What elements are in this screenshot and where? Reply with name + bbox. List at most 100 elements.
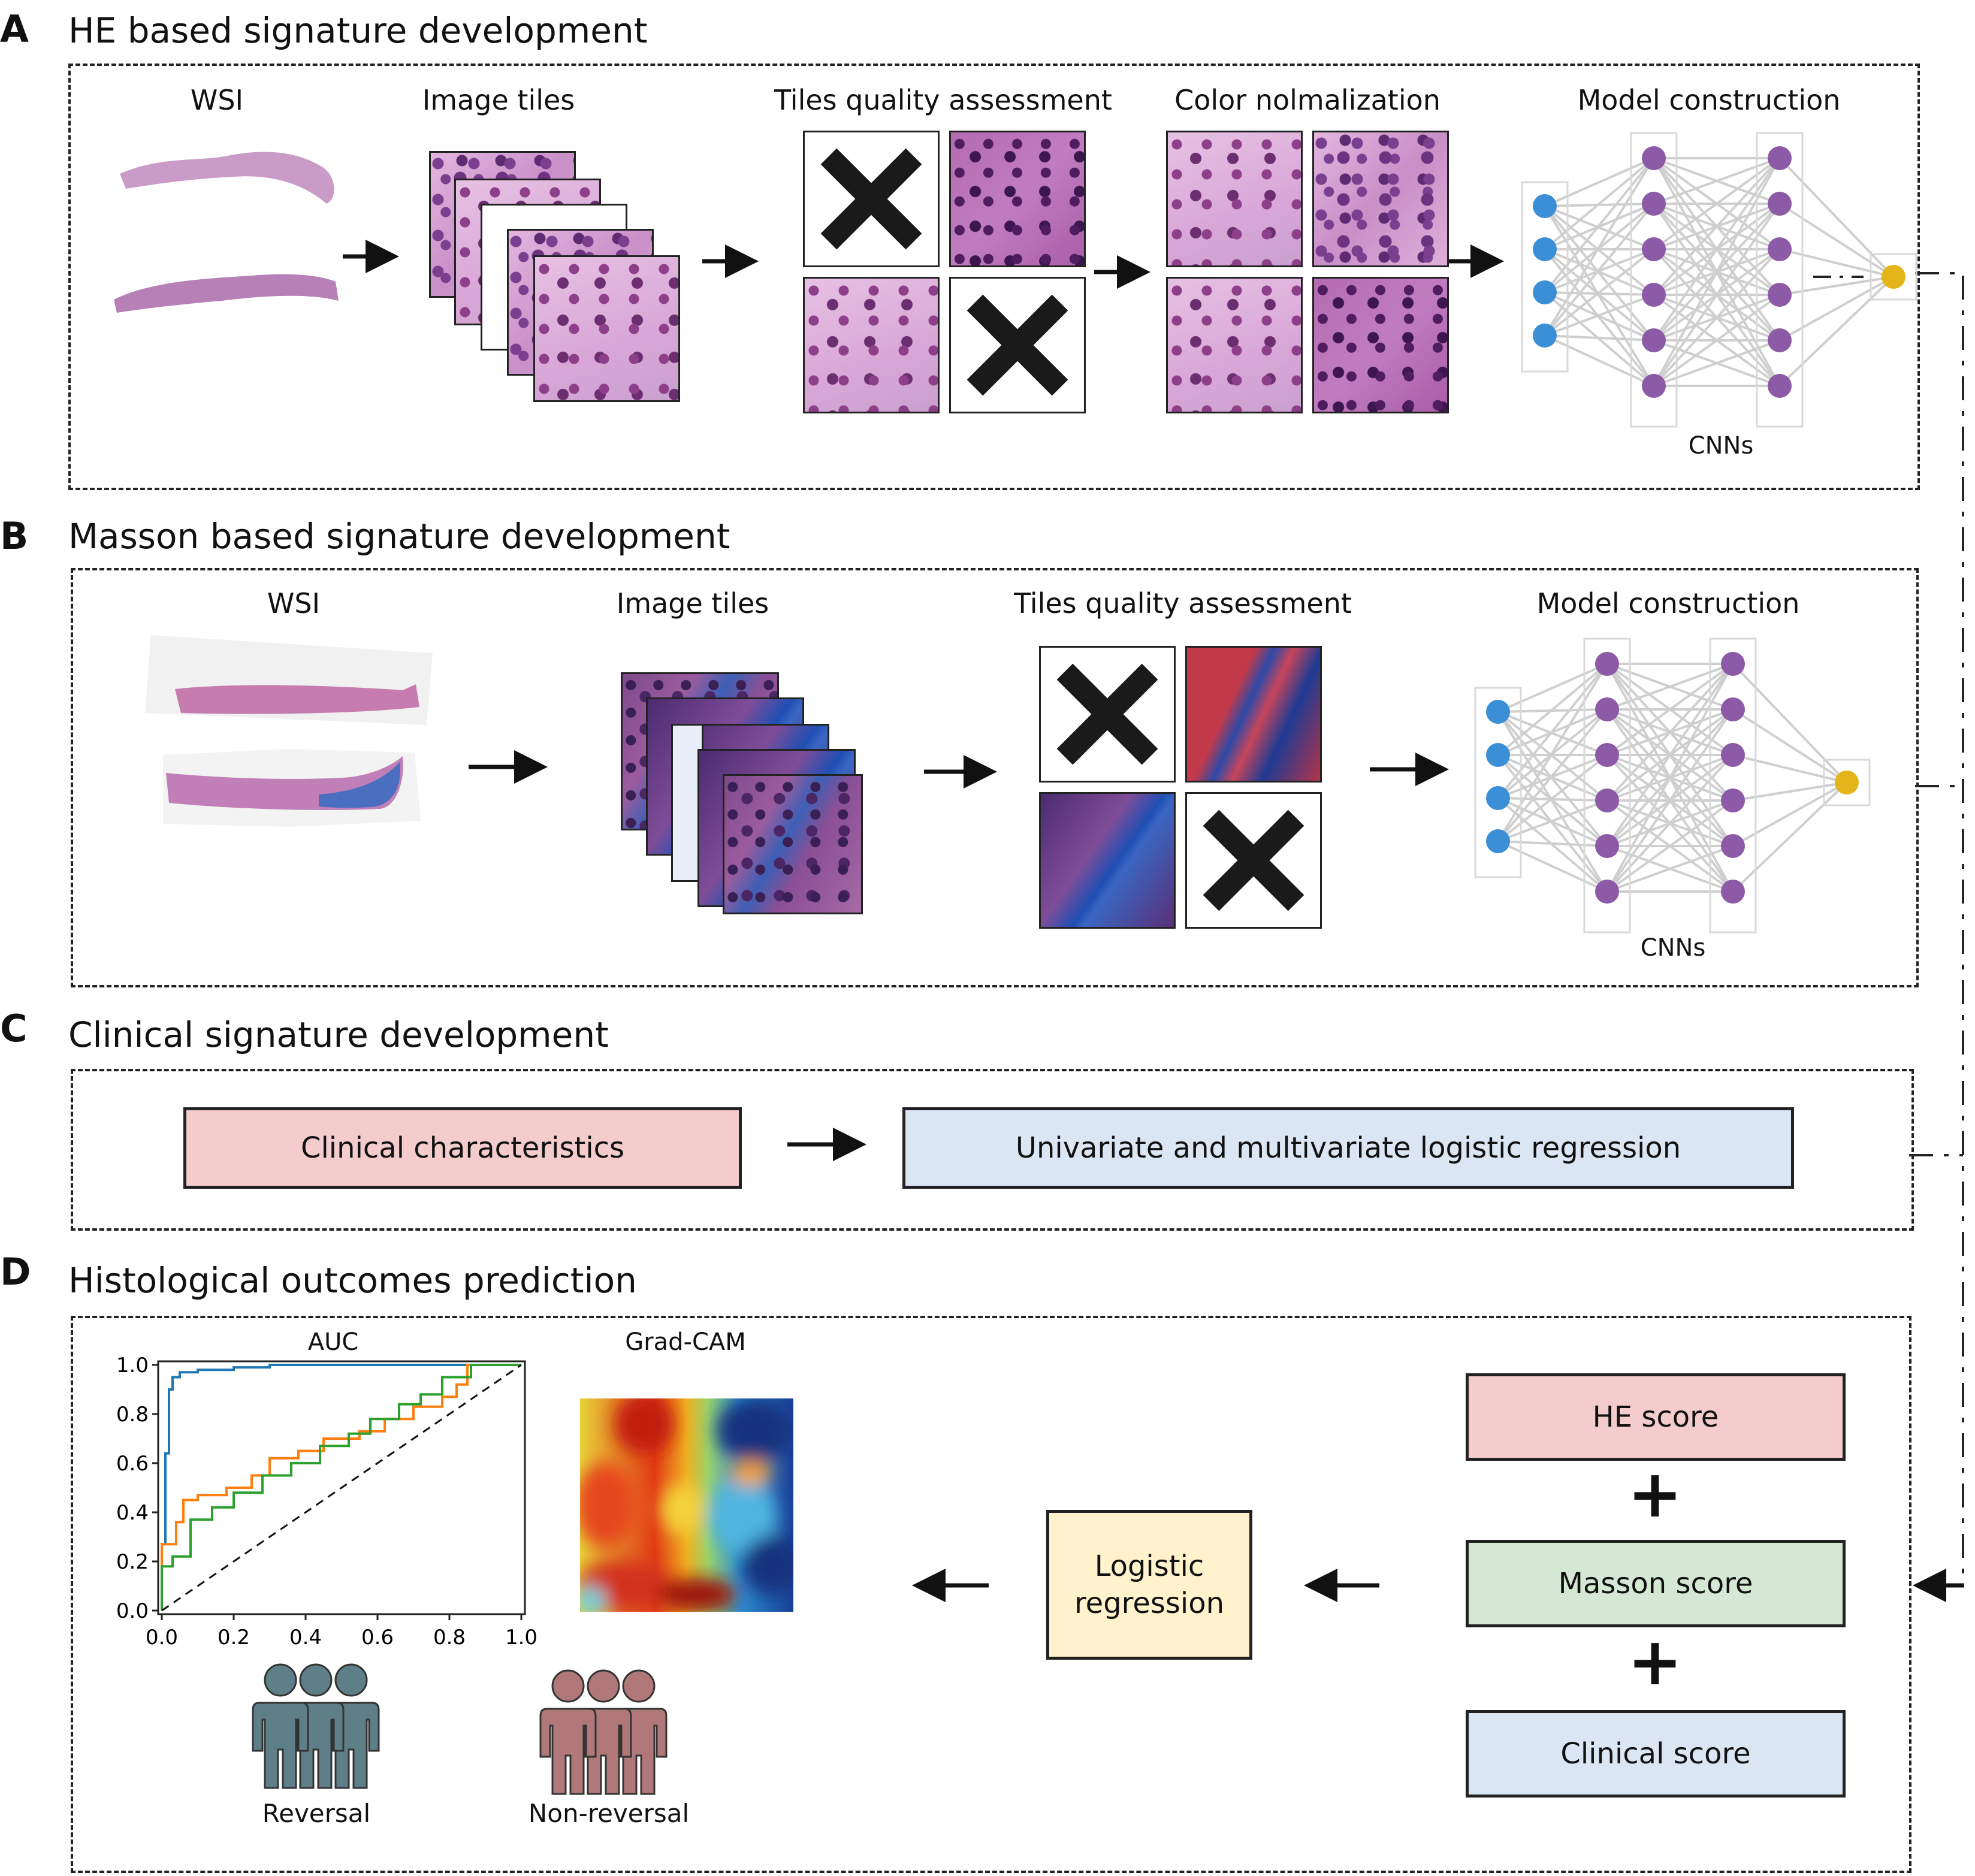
a-good-tile-1 [949, 131, 1086, 267]
b-quality-label: Tiles quality assessment [1014, 587, 1352, 620]
person-head [334, 1663, 368, 1697]
network-node [1595, 880, 1619, 904]
a-tile-5 [533, 255, 680, 402]
b-good-tile-1 [1185, 646, 1322, 783]
panel-d-title: Histological outcomes prediction [68, 1260, 637, 1301]
network-link [1497, 663, 1608, 842]
panel-c-letter: C [0, 1007, 28, 1050]
a-quality-label: Tiles quality assessment [774, 84, 1112, 116]
network-links [1544, 157, 1895, 387]
panel-b-title: Masson based signature development [68, 516, 730, 557]
network-link [1544, 334, 1654, 342]
network-link [1653, 158, 1781, 386]
network-node [1721, 652, 1745, 676]
x-tick-label: 0.2 [218, 1626, 250, 1650]
person-head [264, 1663, 297, 1697]
a-rejected-tile-2 [949, 277, 1086, 413]
b-model-label: Model construction [1536, 587, 1800, 620]
network-link [1778, 157, 1895, 278]
network-node [1642, 237, 1666, 261]
logistic-regression-box: Univariate and multivariate logistic reg… [902, 1107, 1794, 1189]
network-link [1653, 157, 1780, 205]
network-link [1732, 781, 1847, 847]
roc-series-line [161, 1364, 521, 1611]
a-norm-tile-4 [1312, 277, 1449, 413]
a-cnns-label: CNNs [1688, 432, 1754, 460]
b-rejected-tile-2 [1185, 792, 1322, 929]
network-node [1768, 237, 1792, 261]
network-node [1595, 743, 1619, 767]
network-node [1642, 283, 1666, 307]
y-tick-label: 0.6 [116, 1452, 149, 1476]
nonreversal-people-icon [539, 1669, 668, 1795]
network-link [1732, 781, 1848, 893]
panel-a-frame [68, 64, 1920, 490]
network-link [1653, 157, 1781, 342]
network-node [1642, 192, 1666, 216]
a-norm-tile-2 [1312, 131, 1449, 267]
person-body [252, 1702, 309, 1789]
gradcam-title: Grad-CAM [625, 1328, 746, 1356]
y-tick-label: 0.0 [116, 1599, 149, 1623]
network-node [1642, 374, 1666, 398]
network-link [1653, 339, 1780, 387]
network-link [1544, 157, 1655, 337]
panel-a-title: HE based signature development [68, 10, 648, 51]
network-node [1721, 789, 1745, 812]
panel-c-title: Clinical signature development [68, 1014, 609, 1055]
network-link [1732, 754, 1847, 784]
nonreversal-label: Non-reversal [528, 1799, 690, 1828]
x-icon [967, 294, 1068, 396]
auc-title: AUC [307, 1328, 359, 1356]
network-node [1768, 146, 1792, 170]
he-score-box: HE score [1466, 1373, 1846, 1461]
network-node [1486, 743, 1510, 767]
b-wsi-slides [145, 635, 433, 827]
a-color-label: Color nolmalization [1174, 84, 1441, 116]
network-link [1497, 754, 1608, 842]
panel-c-frame [71, 1069, 1914, 1231]
y-tick-label: 1.0 [116, 1354, 149, 1377]
network-link [1606, 799, 1734, 893]
network-link [1779, 276, 1894, 296]
b-tiles-label: Image tiles [616, 587, 769, 620]
reversal-people-icon [252, 1663, 380, 1789]
x-tick-label: 0.0 [146, 1626, 178, 1650]
roc-chance-line [161, 1364, 522, 1612]
person-head [551, 1669, 585, 1703]
a-norm-tile-3 [1166, 277, 1303, 413]
logistic-regression-model-box: Logistic regression [1046, 1510, 1252, 1660]
b-wsi-label: WSI [267, 587, 321, 620]
x-tick-label: 1.0 [505, 1626, 537, 1650]
network-link [1606, 754, 1734, 893]
x-icon [1203, 809, 1304, 911]
b-rejected-tile-1 [1039, 646, 1176, 783]
network-link [1606, 663, 1734, 756]
network-link [1732, 663, 1848, 784]
roc-series-line [161, 1364, 521, 1611]
network-link [1497, 799, 1608, 842]
network-node [1595, 789, 1619, 812]
network-node [1642, 328, 1666, 352]
network-link [1732, 708, 1848, 784]
x-tick-label: 0.8 [433, 1626, 466, 1650]
network-link [1653, 157, 1781, 296]
a-wsi-label: WSI [190, 84, 244, 116]
a-cnn-network [1521, 132, 1917, 428]
panel-b-frame [71, 568, 1919, 987]
network-link [1606, 663, 1734, 802]
reversal-label: Reversal [262, 1799, 371, 1828]
network-link [1606, 663, 1734, 711]
person-head [299, 1663, 333, 1697]
network-link [1497, 663, 1608, 756]
network-link [1779, 248, 1894, 278]
a-model-label: Model construction [1577, 84, 1841, 116]
network-node [1721, 834, 1745, 858]
network-node [1768, 192, 1792, 216]
y-tick-label: 0.2 [116, 1550, 149, 1574]
network-link [1544, 334, 1654, 387]
network-node [1595, 697, 1619, 721]
x-icon [820, 148, 922, 250]
y-tick-label: 0.4 [116, 1501, 149, 1525]
